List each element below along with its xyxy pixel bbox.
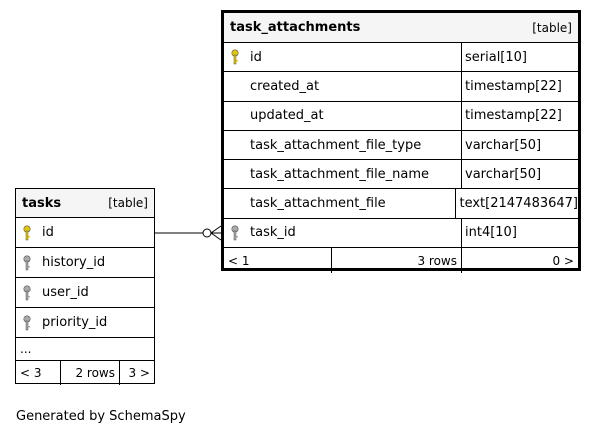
primary-key-icon xyxy=(231,49,239,65)
column-type: timestamp[22] xyxy=(461,101,578,130)
generated-by-caption: Generated by SchemaSpy xyxy=(16,409,186,424)
more-columns-ellipsis: ... xyxy=(20,342,32,356)
column-name-cell: task_attachment_file xyxy=(224,196,455,211)
crowfoot-lower xyxy=(210,232,222,241)
column-name-cell: priority_id xyxy=(16,314,154,331)
column-name: task_attachment_file xyxy=(250,196,386,212)
table-name: task_attachments xyxy=(230,20,361,35)
table-kind: [table] xyxy=(108,196,148,210)
table-header: tasks [table] xyxy=(16,189,154,218)
footer-parents[interactable]: < 3 xyxy=(20,366,42,380)
column-name-cell: user_id xyxy=(16,284,154,301)
column-name: created_at xyxy=(250,78,320,94)
table-footer: < 3 2 rows 3 > xyxy=(16,361,154,385)
column-name: updated_at xyxy=(250,108,324,124)
primary-key-icon xyxy=(23,224,31,240)
column-type: text[2147483647] xyxy=(455,189,578,218)
column-type: serial[10] xyxy=(461,43,578,72)
footer-parents[interactable]: < 1 xyxy=(228,253,250,268)
foreign-key-icon xyxy=(23,254,31,270)
zero-cardinality-marker xyxy=(202,228,212,238)
column-name-cell: id xyxy=(16,224,154,241)
column-row-history-id[interactable]: history_id xyxy=(16,248,154,278)
key-slot xyxy=(22,254,42,271)
column-row-user-id[interactable]: user_id xyxy=(16,278,154,308)
column-row-id[interactable]: id serial[10] xyxy=(224,43,578,73)
column-row-task-attachment-file-type[interactable]: task_attachment_file_type varchar[50] xyxy=(224,130,578,161)
column-name: task_attachment_file_type xyxy=(250,137,422,153)
column-row-task-attachment-file[interactable]: task_attachment_file text[2147483647] xyxy=(224,189,578,219)
table-kind: [table] xyxy=(532,20,572,35)
column-name-cell: id xyxy=(224,49,461,65)
column-name: user_id xyxy=(42,285,89,300)
column-row-task-attachment-file-name[interactable]: task_attachment_file_name varchar[50] xyxy=(224,160,578,190)
key-slot xyxy=(22,224,42,241)
key-slot xyxy=(230,225,250,241)
ellipsis-row: ... xyxy=(16,338,154,361)
column-name-cell: created_at xyxy=(224,79,461,94)
column-row-created-at[interactable]: created_at timestamp[22] xyxy=(224,72,578,102)
foreign-key-icon xyxy=(23,284,31,300)
column-name: task_id xyxy=(250,225,296,241)
footer-row-count: 2 rows xyxy=(60,361,119,385)
column-name-cell: task_attachment_file_name xyxy=(224,167,461,182)
column-name: history_id xyxy=(42,255,106,270)
column-type: timestamp[22] xyxy=(461,72,578,101)
column-name: id xyxy=(42,225,54,240)
key-slot xyxy=(22,284,42,301)
footer-row-count: 3 rows xyxy=(331,248,461,274)
footer-children[interactable]: 0 > xyxy=(461,248,578,274)
key-slot xyxy=(22,314,42,331)
column-row-task-id[interactable]: task_id int4[10] xyxy=(224,218,578,249)
column-name: id xyxy=(250,49,262,65)
table-name: tasks xyxy=(22,195,62,211)
foreign-key-icon xyxy=(231,225,239,241)
column-row-updated-at[interactable]: updated_at timestamp[22] xyxy=(224,101,578,131)
crowfoot-upper xyxy=(210,225,222,234)
footer-children[interactable]: 3 > xyxy=(119,361,154,385)
column-name: task_attachment_file_name xyxy=(250,166,430,182)
table-header: task_attachments [table] xyxy=(224,13,578,43)
column-row-id[interactable]: id xyxy=(16,218,154,248)
column-name-cell: task_id xyxy=(224,225,461,241)
column-type: varchar[50] xyxy=(461,130,578,160)
column-name: priority_id xyxy=(42,315,108,330)
column-row-priority-id[interactable]: priority_id xyxy=(16,308,154,338)
column-type: varchar[50] xyxy=(461,160,578,189)
column-name-cell: history_id xyxy=(16,254,154,271)
column-name-cell: updated_at xyxy=(224,108,461,123)
key-slot xyxy=(230,49,250,65)
table-footer: < 1 3 rows 0 > xyxy=(224,248,578,274)
column-type: int4[10] xyxy=(461,218,578,248)
column-name-cell: task_attachment_file_type xyxy=(224,138,461,153)
foreign-key-icon xyxy=(23,314,31,330)
